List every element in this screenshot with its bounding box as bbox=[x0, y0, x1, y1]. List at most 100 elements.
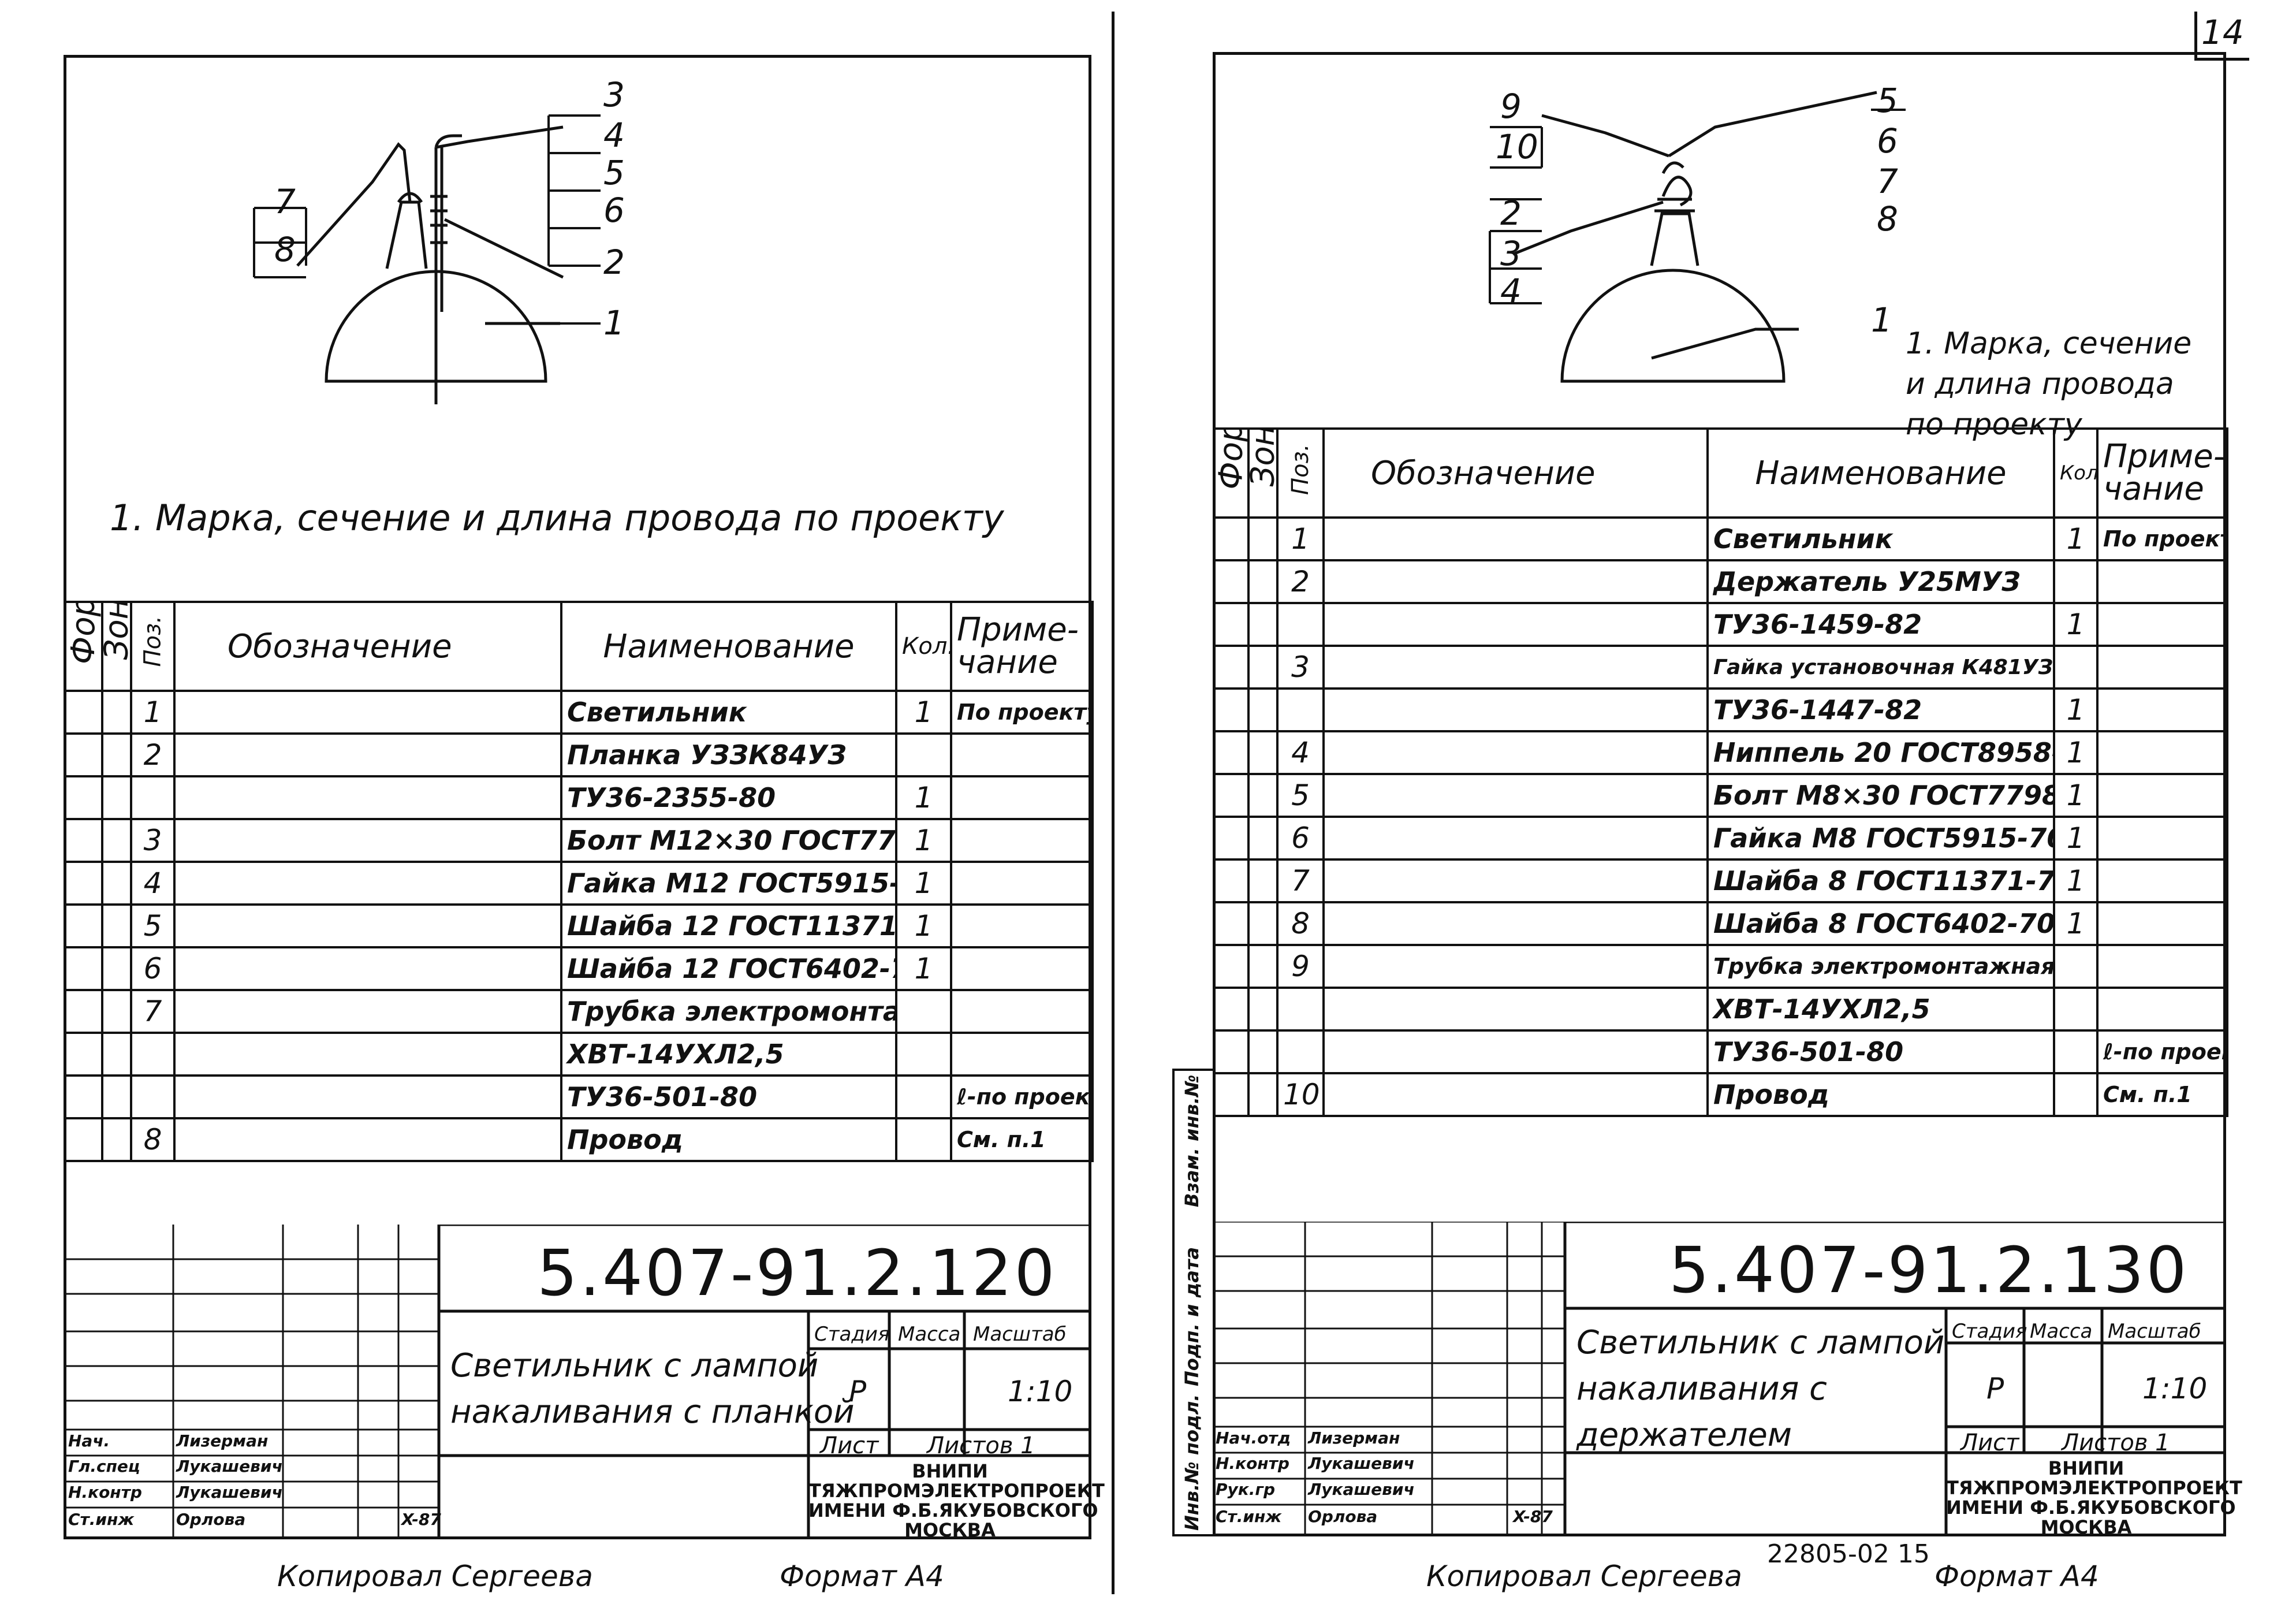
right-role-1: Нач.отд bbox=[1216, 1428, 1291, 1447]
col-designation: Обозначение bbox=[1322, 427, 1709, 519]
right-sheet-label: Лист bbox=[1960, 1430, 2019, 1456]
left-leader-7: 7 bbox=[274, 182, 296, 221]
right-role-3: Рук.гр bbox=[1216, 1480, 1276, 1499]
left-role-3: Н.контр bbox=[68, 1483, 142, 1502]
right-organization: ВНИПИ ТЯЖПРОМЭЛЕКТРОПРОЕКТ ИМЕНИ Ф.Б.ЯКУ… bbox=[1946, 1457, 2242, 1538]
right-leader-4: 4 bbox=[1500, 271, 1522, 311]
page-number-box bbox=[2194, 12, 2249, 61]
right-side-label-2: Подп. и дата bbox=[1181, 1246, 1203, 1386]
right-drawing-title: Светильник с лампой накаливания с держат… bbox=[1576, 1324, 1945, 1454]
right-role-4: Ст.инж bbox=[1216, 1507, 1282, 1526]
right-date: X-87 bbox=[1513, 1507, 1553, 1526]
left-stamp-grid bbox=[64, 1225, 1091, 1539]
left-leader-4: 4 bbox=[603, 116, 625, 155]
left-lamp-drawing bbox=[253, 114, 601, 404]
right-leader-5: 5 bbox=[1877, 81, 1898, 120]
left-leader-1: 1 bbox=[603, 303, 625, 343]
left-stage-label: Стадия bbox=[814, 1323, 890, 1346]
table-row: ХВТ-14УХЛ2,5 bbox=[1213, 987, 2228, 1032]
right-side-label-3: Взам. инв.№ bbox=[1181, 1074, 1203, 1207]
col-note: Приме-чание bbox=[2096, 427, 2228, 519]
right-side-label-1: Инв.№ подл. bbox=[1181, 1394, 1203, 1531]
left-leader-2: 2 bbox=[603, 243, 625, 282]
col-name: Наименование bbox=[1706, 427, 2055, 519]
right-side-stripe bbox=[1172, 1069, 1213, 1536]
col-format: Формат bbox=[64, 601, 103, 692]
left-scale: 1:10 bbox=[1008, 1375, 1073, 1408]
left-person-2: Лукашевич bbox=[176, 1457, 283, 1476]
left-format: Формат А4 bbox=[780, 1560, 944, 1593]
left-sheet-label: Лист bbox=[820, 1432, 879, 1459]
archive-number: 22805-02 15 bbox=[1767, 1539, 1930, 1569]
right-note: 1. Марка, сечение и длина провода по про… bbox=[1906, 326, 2192, 442]
table-row: ТУ36-501-80ℓ-по проекту bbox=[1213, 1029, 2228, 1074]
col-note: Приме-чание bbox=[950, 601, 1094, 692]
left-date: X-87 bbox=[401, 1510, 441, 1529]
left-person-3: Лукашевич bbox=[176, 1483, 283, 1502]
right-person-4: Орлова bbox=[1308, 1507, 1378, 1526]
right-stage: Р bbox=[1986, 1372, 2004, 1405]
left-note: 1. Марка, сечение и длина провода по про… bbox=[110, 497, 1004, 539]
right-leader-7: 7 bbox=[1877, 162, 1898, 201]
left-leader-8: 8 bbox=[274, 230, 296, 269]
left-person-4: Орлова bbox=[176, 1510, 246, 1529]
left-drawing-number: 5.407-91.2.120 bbox=[537, 1236, 1057, 1310]
right-leader-9: 9 bbox=[1500, 87, 1522, 126]
left-leader-6: 6 bbox=[603, 191, 625, 230]
col-pos: Поз. bbox=[130, 601, 176, 692]
left-role-2: Гл.спец bbox=[68, 1457, 140, 1476]
col-designation: Обозначение bbox=[173, 601, 562, 692]
col-zone: Зона bbox=[101, 601, 132, 692]
right-stage-label: Стадия bbox=[1952, 1320, 2027, 1343]
right-scale-label: Масштаб bbox=[2108, 1320, 2201, 1343]
left-stage: Р bbox=[849, 1375, 867, 1408]
col-name: Наименование bbox=[560, 601, 897, 692]
right-person-3: Лукашевич bbox=[1308, 1480, 1415, 1499]
right-leader-6: 6 bbox=[1877, 121, 1898, 161]
right-copied-by: Копировал Сергеева bbox=[1426, 1560, 1742, 1593]
right-role-2: Н.контр bbox=[1216, 1454, 1289, 1473]
right-leader-3: 3 bbox=[1500, 234, 1522, 273]
sheet-divider bbox=[1112, 12, 1115, 1594]
col-qty: Кол. bbox=[2053, 427, 2099, 519]
left-organization: ВНИПИ ТЯЖПРОМЭЛЕКТРОПРОЕКТ ИМЕНИ Ф.Б.ЯКУ… bbox=[808, 1460, 1105, 1541]
col-format: Формат bbox=[1213, 427, 1250, 519]
right-sheets-label: Листов 1 bbox=[2062, 1430, 2170, 1456]
right-scale: 1:10 bbox=[2142, 1372, 2208, 1405]
right-format: Формат А4 bbox=[1935, 1560, 2099, 1593]
left-role-1: Нач. bbox=[68, 1431, 110, 1450]
right-mass-label: Масса bbox=[2030, 1320, 2093, 1343]
left-spec-table: Формат Зона Поз. Обозначение Наименовани… bbox=[64, 601, 1094, 1162]
table-row: ХВТ-14УХЛ2,5 bbox=[64, 1032, 1094, 1077]
right-leader-1: 1 bbox=[1871, 300, 1892, 340]
left-scale-label: Масштаб bbox=[973, 1323, 1067, 1346]
left-role-4: Ст.инж bbox=[68, 1510, 135, 1529]
right-drawing-number: 5.407-91.2.130 bbox=[1669, 1233, 2189, 1307]
left-leader-3: 3 bbox=[603, 75, 625, 114]
page-number: 14 bbox=[2201, 13, 2244, 52]
col-zone: Зона bbox=[1247, 427, 1279, 519]
left-copied-by: Копировал Сергеева bbox=[277, 1560, 593, 1593]
left-person-1: Лизерман bbox=[176, 1431, 269, 1450]
col-qty: Кол. bbox=[895, 601, 952, 692]
right-leader-10: 10 bbox=[1496, 127, 1538, 166]
right-person-1: Лизерман bbox=[1308, 1428, 1400, 1447]
